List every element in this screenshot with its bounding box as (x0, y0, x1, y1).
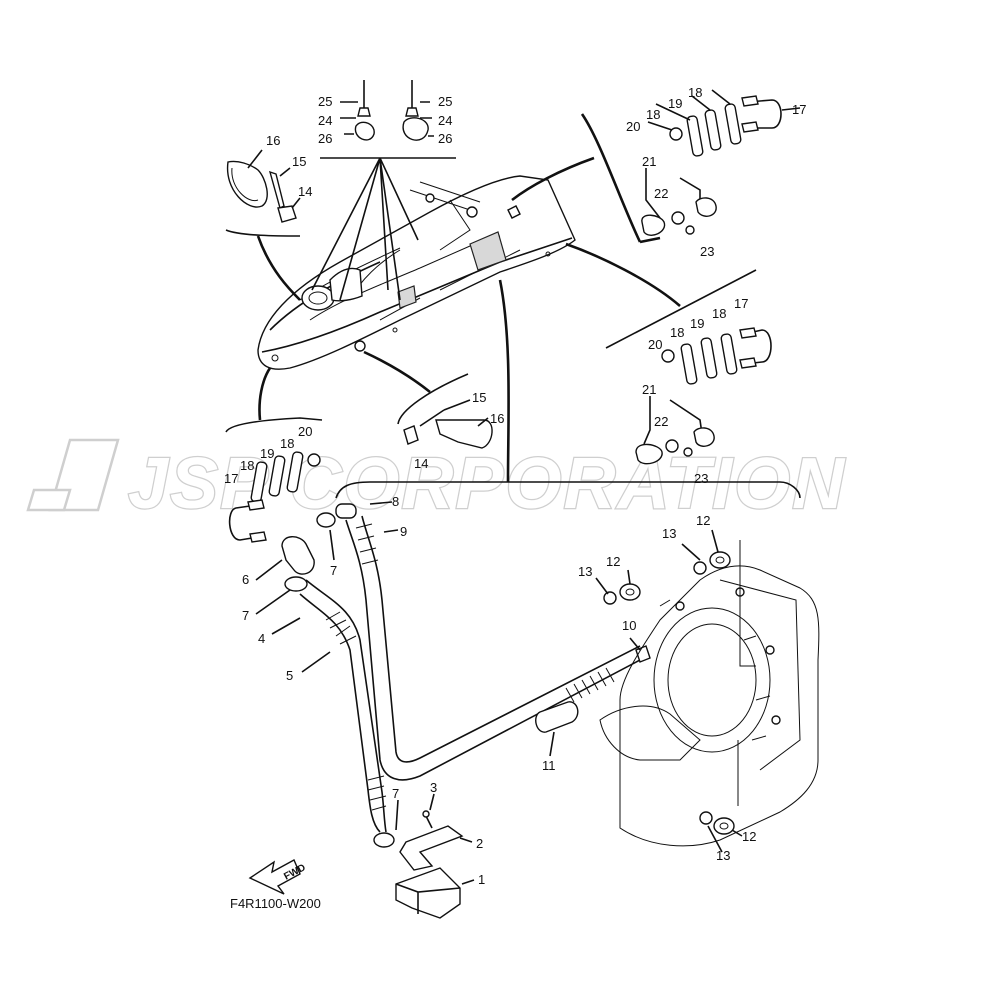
hardware-group-upper-right (641, 89, 801, 236)
callout-15-top: 15 (292, 154, 306, 169)
callout-21-middle: 21 (642, 382, 656, 397)
callout-18-upper-b: 18 (646, 107, 660, 122)
callout-21-upper: 21 (642, 154, 656, 169)
callout-19-left: 19 (260, 446, 274, 461)
callout-24-right: 24 (438, 113, 452, 128)
callout-22-upper: 22 (654, 186, 668, 201)
watermark: JSP CORPORATION (26, 438, 846, 525)
callout-24-left: 24 (318, 113, 332, 128)
strap-band-middle (403, 399, 493, 449)
cable-ties-top (340, 80, 434, 141)
callout-26-left: 26 (318, 131, 332, 146)
callout-26-right: 26 (438, 131, 452, 146)
leader-lines-lower (255, 501, 743, 885)
callout-23-upper: 23 (700, 244, 714, 259)
callout-25-left: 25 (318, 94, 332, 109)
callout-16-top: 16 (266, 133, 280, 148)
callout-2: 2 (476, 836, 483, 851)
callout-7-bottom: 7 (392, 786, 399, 801)
callout-14-top: 14 (298, 184, 312, 199)
callout-22-middle: 22 (654, 414, 668, 429)
callout-numbers: 25 24 26 25 24 26 16 15 14 18 19 18 20 1… (224, 85, 806, 911)
diagram-code: F4R1100-W200 (230, 896, 321, 911)
watermark-text: JSP CORPORATION (128, 444, 846, 524)
callout-20-upper: 20 (626, 119, 640, 134)
callout-18-upper-a: 18 (688, 85, 702, 100)
callout-18-middle-b: 18 (712, 306, 726, 321)
callout-17-middle: 17 (734, 296, 748, 311)
watercraft-hull-illustration (257, 175, 576, 370)
callout-13-c: 13 (716, 848, 730, 863)
hardware-group-lower-left (228, 451, 321, 543)
strap-band-topleft (226, 149, 301, 223)
callout-3: 3 (430, 780, 437, 795)
callout-17-left: 17 (224, 471, 238, 486)
callout-19-middle: 19 (690, 316, 704, 331)
top-callout-group (225, 113, 801, 499)
callout-20-middle: 20 (648, 337, 662, 352)
callout-23-middle: 23 (694, 471, 708, 486)
callout-17-upper: 17 (792, 102, 806, 117)
callout-18-left-a: 18 (280, 436, 294, 451)
hose-assembly (281, 503, 651, 919)
callout-6: 6 (242, 572, 249, 587)
washers-and-nuts (603, 551, 735, 835)
callout-9: 9 (400, 524, 407, 539)
callout-4: 4 (258, 631, 265, 646)
callout-13-b: 13 (662, 526, 676, 541)
callout-7-upper: 7 (330, 563, 337, 578)
callout-14-middle: 14 (414, 456, 428, 471)
callout-8: 8 (392, 494, 399, 509)
callout-5: 5 (286, 668, 293, 683)
watermark-logo-mark-foot (26, 488, 72, 512)
callout-7-lower: 7 (242, 608, 249, 623)
callout-10: 10 (622, 618, 636, 633)
callout-19-upper: 19 (668, 96, 682, 111)
callout-1: 1 (478, 872, 485, 887)
callout-18-left-b: 18 (240, 458, 254, 473)
callout-11: 11 (542, 758, 556, 773)
callout-18-middle-a: 18 (670, 325, 684, 340)
pump-housing-illustration (599, 540, 820, 847)
callout-20-left: 20 (298, 424, 312, 439)
callout-12-a: 12 (606, 554, 620, 569)
callout-12-b: 12 (696, 513, 710, 528)
callout-16-middle: 16 (490, 411, 504, 426)
fwd-arrow-icon: FWD (248, 859, 308, 895)
callout-12-c: 12 (742, 829, 756, 844)
callout-25-right: 25 (438, 94, 452, 109)
callout-13-a: 13 (578, 564, 592, 579)
callout-15-middle: 15 (472, 390, 486, 405)
hardware-group-middle-right (635, 327, 772, 465)
